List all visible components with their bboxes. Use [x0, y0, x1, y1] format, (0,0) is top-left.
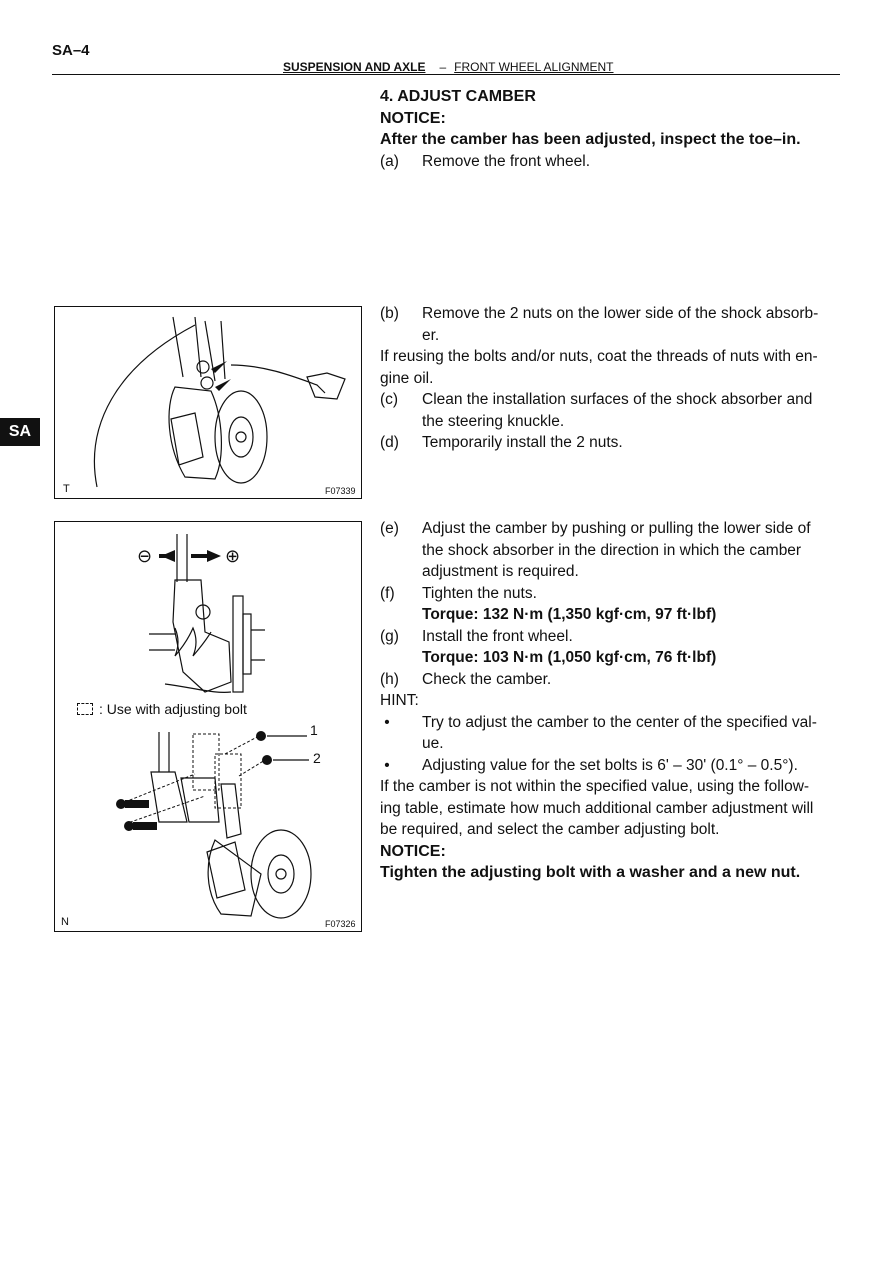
camber-paragraph-line-3: be required, and select the camber adjus… [380, 821, 720, 838]
step-g-text: Install the front wheel. [422, 627, 573, 645]
hint-1-text: Try to adjust the camber to the center o… [422, 713, 817, 731]
step-c: (c) Clean the installation surfaces of t… [380, 389, 844, 411]
step-e-label: (e) [380, 520, 399, 537]
header-rule [52, 74, 840, 75]
step-a-text: Remove the front wheel. [422, 152, 591, 170]
torque-spec-g: Torque: 103 N·m (1,050 kgf·cm, 76 ft·lbf… [422, 649, 717, 666]
camber-adjustment-illustration [116, 534, 312, 919]
bullet-icon: • [384, 756, 390, 774]
section-tab: SA [0, 418, 40, 446]
header-separator: – [439, 60, 447, 74]
notice-label: NOTICE: [380, 109, 446, 127]
step-g-label: (g) [380, 627, 399, 645]
camber-paragraph-line-2: ing table, estimate how much additional … [380, 799, 814, 817]
step-e-continued-2: adjustment is required. [380, 561, 844, 583]
reuse-note-line-2: gine oil. [380, 369, 434, 387]
legend-text: : Use with adjusting bolt [99, 701, 247, 717]
callout-2: 2 [313, 750, 321, 766]
step-b: (b) Remove the 2 nuts on the lower side … [380, 303, 844, 325]
step-e-text: Adjust the camber by pushing or pulling … [422, 520, 811, 537]
notice-label: NOTICE: [380, 842, 446, 860]
step-e: (e) Adjust the camber by pushing or pull… [380, 518, 844, 540]
step-b-label: (b) [380, 305, 399, 322]
step-c-continued: the steering knuckle. [380, 411, 844, 433]
step-c-text-2: the steering knuckle. [422, 412, 565, 430]
torque-spec-f: Torque: 132 N·m (1,350 kgf·cm, 97 ft·lbf… [422, 606, 717, 623]
plus-sign-icon: ⊕ [225, 546, 241, 566]
step-a-label: (a) [380, 152, 399, 170]
step-d: (d) Temporarily install the 2 nuts. [380, 432, 844, 454]
step-f: (f) Tighten the nuts. [380, 583, 844, 605]
figure-corner-mark: N [61, 916, 69, 928]
steps-e-to-end: (e) Adjust the camber by pushing or pull… [380, 518, 844, 884]
shock-absorber-nuts-illustration [93, 316, 346, 488]
step-e-continued: the shock absorber in the direction in w… [380, 540, 844, 562]
hint-1-continued: ue. [380, 733, 844, 755]
step-g: (g) Install the front wheel. [380, 626, 844, 648]
figure-camber-adjustment: ⊖ ⊕ : Use with adjusting bolt 1 2 N F073… [54, 521, 362, 932]
step-b-text: Remove the 2 nuts on the lower side of t… [422, 305, 819, 322]
minus-sign-icon: ⊖ [137, 546, 153, 566]
hint-1-text-2: ue. [422, 735, 444, 752]
step-h-text: Check the camber. [422, 670, 552, 688]
subsection-title: FRONT WHEEL ALIGNMENT [454, 60, 614, 74]
step-e-text-2: the shock absorber in the direction in w… [422, 541, 802, 559]
figure-id: F07339 [325, 486, 356, 496]
step-f-text: Tighten the nuts. [422, 584, 537, 602]
notice-text: Tighten the adjusting bolt with a washer… [380, 864, 801, 881]
step-h-label: (h) [380, 670, 399, 688]
callout-1: 1 [310, 722, 318, 738]
step-a: (a) Remove the front wheel. [380, 151, 844, 173]
step-f-label: (f) [380, 584, 395, 602]
step-heading: 4. ADJUST CAMBER [380, 88, 536, 105]
hint-1: • Try to adjust the camber to the center… [380, 712, 844, 734]
step-b-text-2: er. [422, 326, 440, 344]
step-f-torque: Torque: 132 N·m (1,350 kgf·cm, 97 ft·lbf… [380, 604, 844, 626]
figure-shock-absorber-nuts: T F07339 [54, 306, 362, 499]
page-number: SA–4 [52, 42, 90, 59]
steps-b-to-d: (b) Remove the 2 nuts on the lower side … [380, 303, 844, 454]
figure-id: F07326 [325, 919, 356, 929]
section-title: SUSPENSION AND AXLE [283, 60, 426, 74]
step-d-text: Temporarily install the 2 nuts. [422, 434, 623, 451]
reuse-note-line-1: If reusing the bolts and/or nuts, coat t… [380, 348, 818, 365]
step-c-text: Clean the installation surfaces of the s… [422, 391, 813, 408]
running-header: SUSPENSION AND AXLE–FRONT WHEEL ALIGNMEN… [283, 60, 614, 74]
dashed-box-icon [77, 703, 93, 715]
hint-2: • Adjusting value for the set bolts is 6… [380, 755, 844, 777]
figure-corner-mark: T [63, 483, 70, 495]
legend-note: : Use with adjusting bolt [77, 701, 247, 717]
step-e-text-3: adjustment is required. [422, 563, 579, 580]
bullet-icon: • [384, 713, 390, 731]
notice-text: After the camber has been adjusted, insp… [380, 131, 801, 148]
step-b-continued: er. [380, 325, 844, 347]
step-d-label: (d) [380, 434, 399, 451]
step-g-torque: Torque: 103 N·m (1,050 kgf·cm, 76 ft·lbf… [380, 647, 844, 669]
hint-label: HINT: [380, 692, 419, 709]
step-c-label: (c) [380, 391, 399, 408]
step-4-block: 4. ADJUST CAMBER NOTICE: After the cambe… [380, 86, 844, 172]
hint-2-text: Adjusting value for the set bolts is 6' … [422, 756, 798, 774]
camber-paragraph-line-1: If the camber is not within the specifie… [380, 778, 810, 795]
step-h: (h) Check the camber. [380, 669, 844, 691]
